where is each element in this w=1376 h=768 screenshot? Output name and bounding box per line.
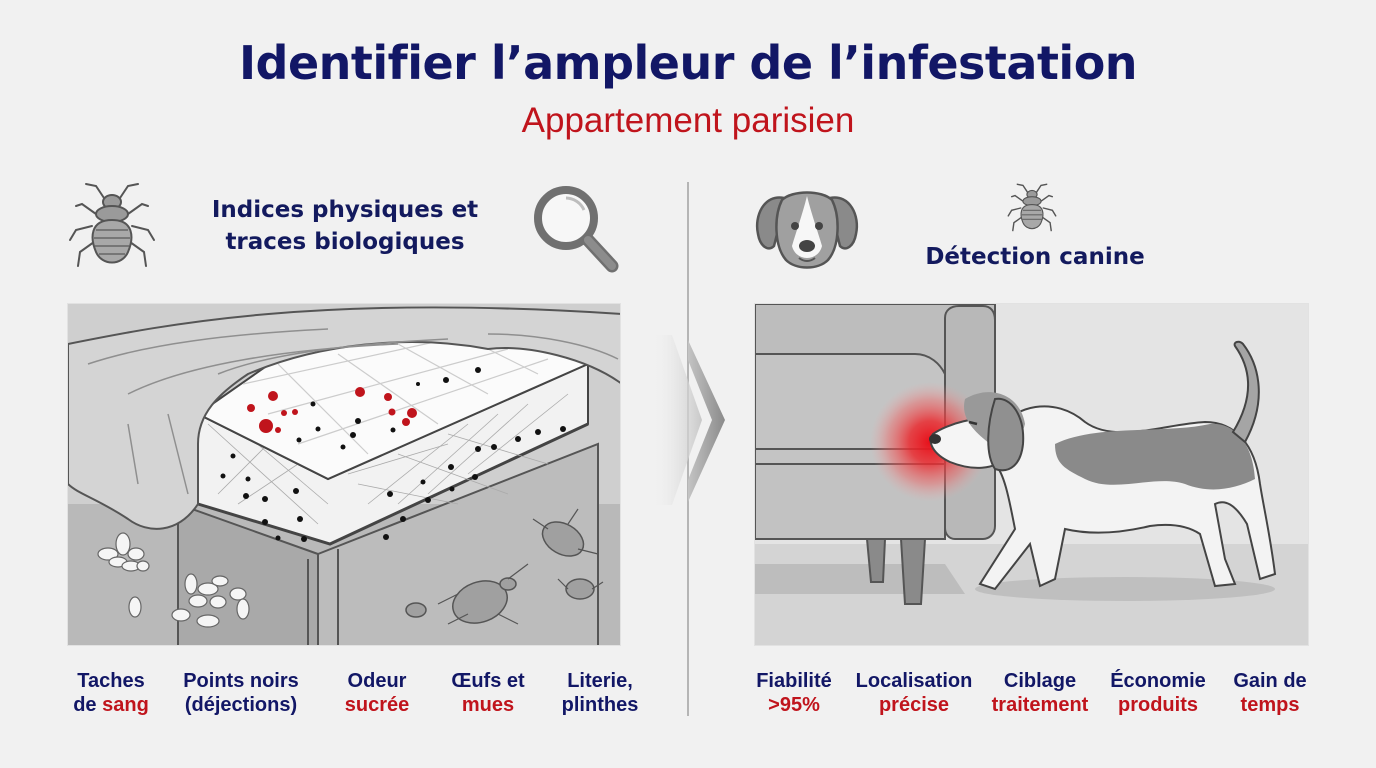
label-line1: Localisation [855, 670, 973, 692]
chevron-right-icon [652, 335, 725, 505]
label-localisation: Localisation précise [844, 669, 984, 717]
label-line1: Literie, [567, 670, 633, 692]
left-labels-row: Taches de sang Points noirs (déjections)… [62, 669, 656, 717]
dog-face-icon [755, 191, 859, 269]
label-blood-stains: Taches de sang [62, 669, 160, 717]
label-line1: Gain de [1233, 670, 1307, 692]
right-section-title: Détection canine [925, 244, 1145, 270]
bedbug-small-icon [1007, 183, 1057, 232]
bedbug-icon [69, 183, 155, 267]
left-section-title: Indices physiques et traces biologiques [190, 194, 500, 258]
label-highlight: traitement [991, 694, 1089, 716]
label-highlight: produits [1118, 694, 1198, 716]
right-labels-row: Fiabilité >95% Localisation précise Cibl… [744, 669, 1320, 717]
label-line1: Œufs et [451, 670, 525, 692]
label-highlight: mues [461, 694, 515, 716]
label-black-dots: Points noirs (déjections) [160, 669, 322, 717]
label-line2: (déjections) [184, 694, 298, 716]
label-highlight: >95% [768, 694, 820, 716]
label-bedding-baseboards: Literie, plinthes [544, 669, 656, 717]
label-line1: Fiabilité [756, 670, 832, 692]
left-title-line2: traces biologiques [225, 229, 465, 255]
dog-detection-illustration [754, 303, 1309, 646]
label-line1: Points noirs [183, 670, 299, 692]
left-title-line1: Indices physiques et [211, 197, 479, 223]
label-highlight: temps [1240, 694, 1300, 716]
label-targeting: Ciblage traitement [984, 669, 1096, 717]
label-time-gain: Gain de temps [1220, 669, 1320, 717]
page-subtitle: Appartement parisien [521, 101, 855, 140]
label-highlight: sang [102, 694, 149, 716]
page-title: Identifier l’ampleur de l’infestation [238, 36, 1138, 90]
label-line1: Taches [77, 670, 145, 692]
magnifying-glass-icon [534, 186, 619, 273]
label-eggs-molts: Œufs et mues [432, 669, 544, 717]
mattress-illustration [67, 303, 621, 646]
label-line1: Odeur [347, 670, 407, 692]
label-reliability: Fiabilité >95% [744, 669, 844, 717]
label-sweet-odor: Odeur sucrée [322, 669, 432, 717]
label-line2: plinthes [561, 694, 639, 716]
label-line1: Ciblage [1003, 670, 1077, 692]
label-highlight: sucrée [344, 694, 410, 716]
label-line1: Économie [1110, 670, 1206, 692]
label-highlight: précise [878, 694, 950, 716]
label-economy: Économie produits [1096, 669, 1220, 717]
label-line2-prefix: de [73, 694, 103, 716]
